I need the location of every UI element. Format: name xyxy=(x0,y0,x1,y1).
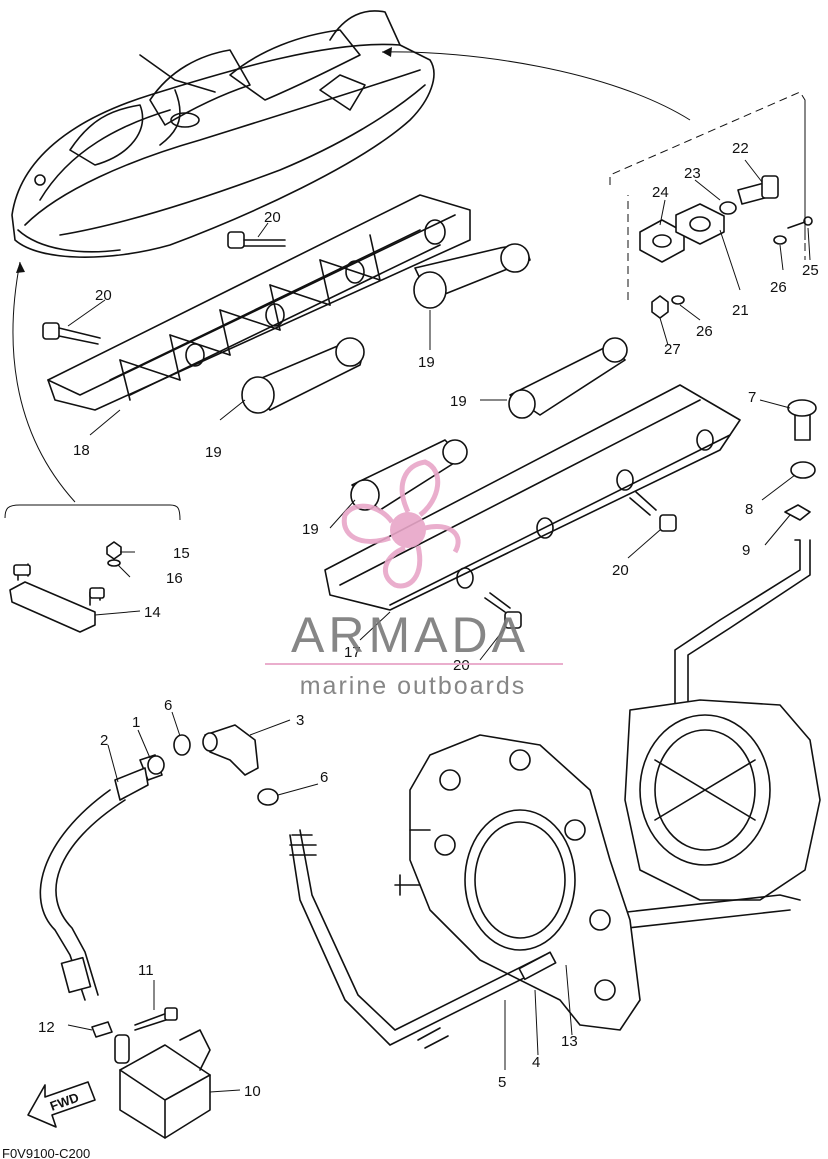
callout-7: 7 xyxy=(748,389,756,406)
callout-4: 4 xyxy=(532,1054,540,1071)
intake-duct xyxy=(394,734,641,1031)
ride-plate-17 xyxy=(324,384,741,611)
callout-26: 26 xyxy=(770,279,787,296)
detail-box-drain-fittings xyxy=(609,91,813,319)
cap-7 xyxy=(787,399,817,441)
callout-19: 19 xyxy=(450,393,467,410)
callout-20: 20 xyxy=(453,657,470,674)
callout-13: 13 xyxy=(561,1033,578,1050)
leader-lines xyxy=(67,159,811,1093)
callout-26: 26 xyxy=(696,323,713,340)
screw-11 xyxy=(134,1007,178,1031)
callout-24: 24 xyxy=(652,184,669,201)
bilge-hose xyxy=(674,539,801,721)
jet-pump-housing xyxy=(599,699,821,931)
callout-23: 23 xyxy=(684,165,701,182)
callout-20: 20 xyxy=(264,209,281,226)
grommet-8 xyxy=(790,461,816,479)
callout-5: 5 xyxy=(498,1074,506,1091)
forward-arrow: FWD xyxy=(27,1081,96,1128)
callout-19: 19 xyxy=(205,444,222,461)
callout-3: 3 xyxy=(296,712,304,729)
hose-4-5 xyxy=(289,829,557,1049)
callout-25: 25 xyxy=(802,262,819,279)
callout-labels: 20 20 18 19 19 19 19 22 23 24 21 26 25 2… xyxy=(38,140,819,1100)
inset-bracket-border xyxy=(4,504,181,521)
callout-6: 6 xyxy=(164,697,172,714)
bolt-20-d xyxy=(484,592,522,629)
hose-sleeve xyxy=(289,834,317,856)
callout-19: 19 xyxy=(302,521,319,538)
callout-10: 10 xyxy=(244,1083,261,1100)
propeller-logo xyxy=(341,459,461,589)
intake-grate-18 xyxy=(47,194,471,411)
drain-hose-outer xyxy=(55,799,126,996)
bolt-20-a xyxy=(227,231,286,249)
arrow-head xyxy=(382,47,392,57)
clamp-9 xyxy=(784,504,811,521)
bilge-hose-outer xyxy=(687,539,811,721)
elbow-3 xyxy=(202,724,259,776)
armada-watermark: ARMADA marine outboards xyxy=(265,459,563,700)
watercraft-illustration xyxy=(11,10,435,258)
controller-box-10 xyxy=(114,1029,211,1139)
bolt-20-c xyxy=(629,491,677,532)
callout-9: 9 xyxy=(742,542,750,559)
link-rod-19-c xyxy=(508,337,628,419)
callout-27: 27 xyxy=(664,341,681,358)
callout-18: 18 xyxy=(73,442,90,459)
washer-16 xyxy=(107,559,121,567)
callout-20: 20 xyxy=(612,562,629,579)
drain-hose xyxy=(39,789,111,1001)
reference-arrow-2 xyxy=(12,261,76,503)
callout-11: 11 xyxy=(138,962,154,979)
callout-14: 14 xyxy=(144,604,161,621)
clip-12 xyxy=(91,1021,113,1038)
reference-arrow xyxy=(381,51,691,121)
callout-6: 6 xyxy=(320,769,328,786)
callout-20: 20 xyxy=(95,287,112,304)
clamp-6-a xyxy=(173,734,191,756)
callout-17: 17 xyxy=(344,644,361,661)
callout-22: 22 xyxy=(732,140,749,157)
callout-1: 1 xyxy=(132,714,140,731)
nut-15 xyxy=(106,541,122,560)
callout-8: 8 xyxy=(745,501,753,518)
link-rod-19-d xyxy=(350,439,468,511)
arrow-head-2 xyxy=(16,262,25,273)
bolt-20-b xyxy=(42,322,101,345)
watermark-tagline: marine outboards xyxy=(300,672,527,700)
watermark-brand: ARMADA xyxy=(291,607,529,663)
callout-19: 19 xyxy=(418,354,435,371)
link-rod-19-a xyxy=(413,243,531,309)
callout-12: 12 xyxy=(38,1019,55,1036)
callout-21: 21 xyxy=(732,302,749,319)
callout-2: 2 xyxy=(100,732,108,749)
link-rod-19-b xyxy=(241,337,365,414)
diagram-code: F0V9100-C200 xyxy=(2,1146,90,1159)
clamp-6-b xyxy=(257,788,279,806)
bracket-14 xyxy=(9,563,105,633)
fitting-2 xyxy=(114,767,149,801)
hose-end xyxy=(60,956,92,994)
callout-16: 16 xyxy=(166,570,183,587)
callout-15: 15 xyxy=(173,545,190,562)
